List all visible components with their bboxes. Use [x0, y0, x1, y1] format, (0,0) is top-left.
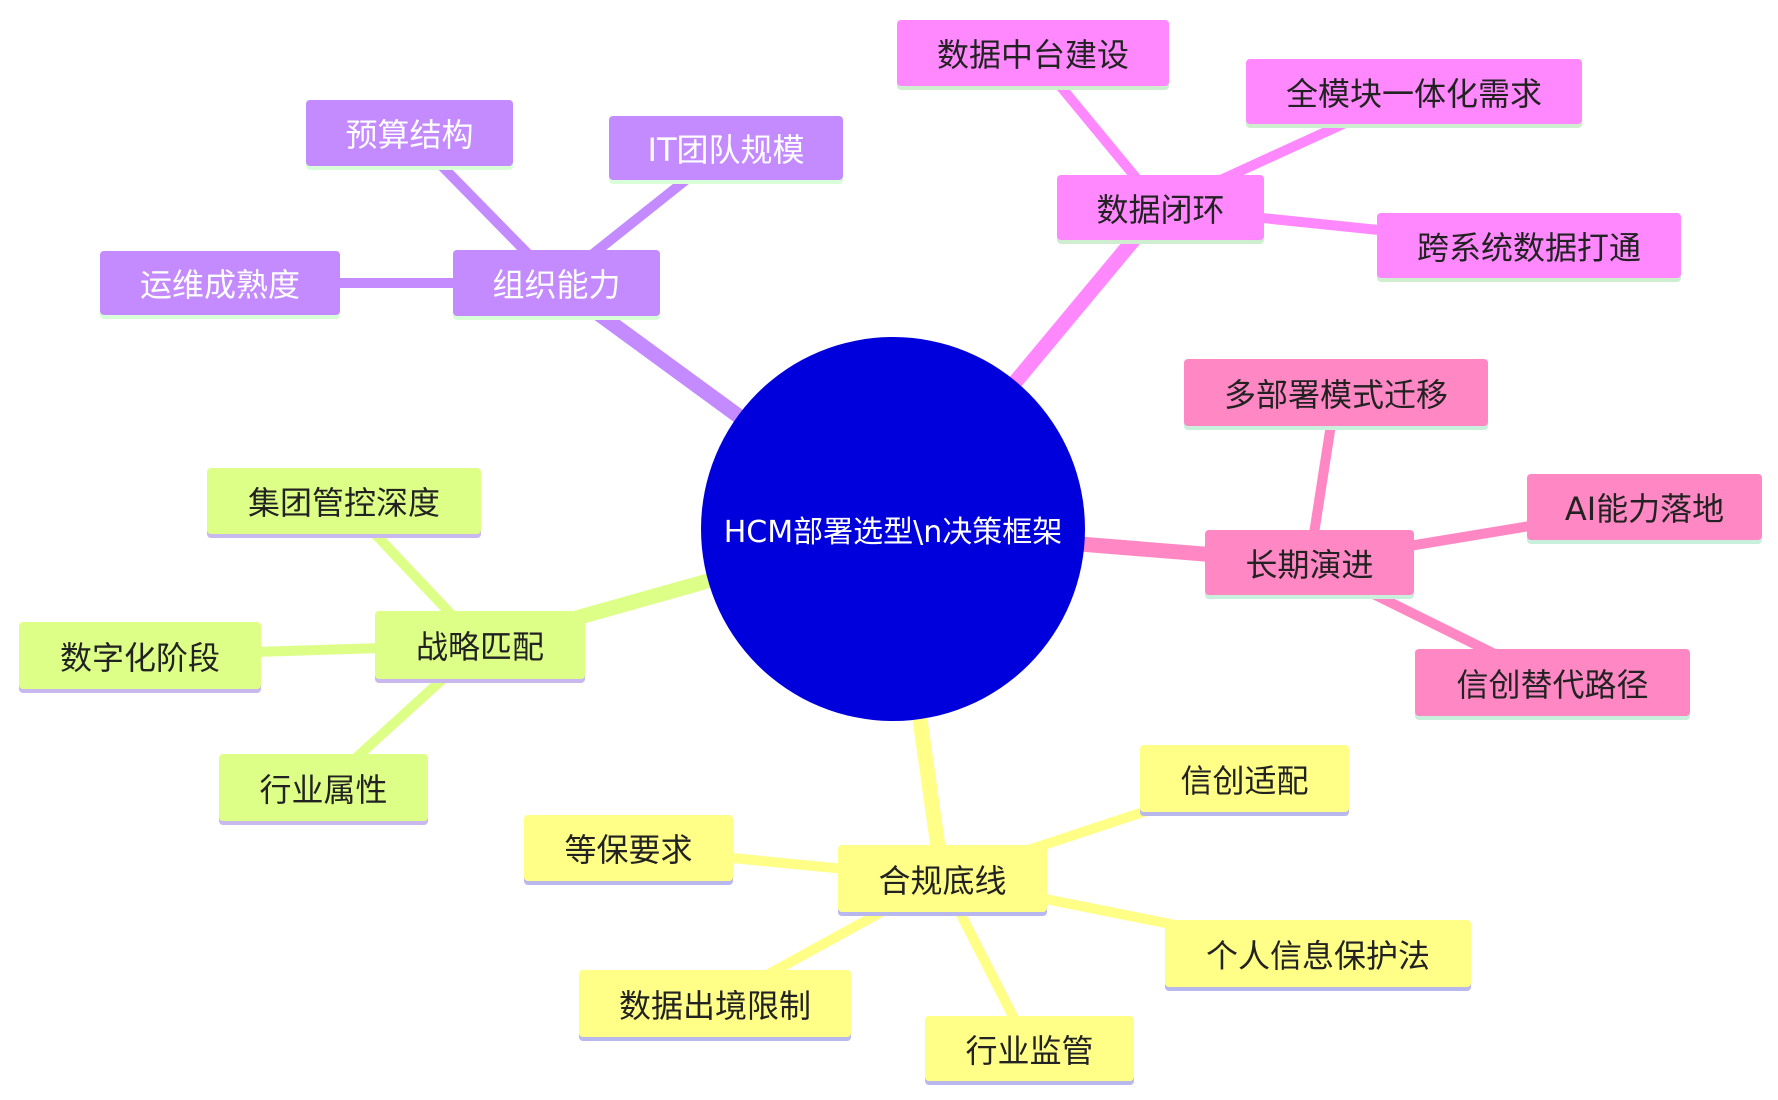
leaf-label-data-1: 全模块一体化需求: [1285, 74, 1542, 113]
leaf-node-evolve-2: 信创替代路径: [1415, 649, 1690, 716]
leaf-node-compliance-0: 信创适配: [1140, 745, 1349, 812]
leaf-node-evolve-1: AI能力落地: [1527, 474, 1762, 540]
root-label: HCM部署选型\n决策框架: [723, 515, 1063, 550]
leaf-node-compliance-4: 行业监管: [925, 1016, 1134, 1081]
branch-node-compliance: 合规底线: [838, 845, 1047, 912]
leaf-label-compliance-0: 信创适配: [1180, 761, 1309, 800]
leaf-label-compliance-3: 数据出境限制: [618, 986, 811, 1025]
root-node: HCM部署选型\n决策框架: [701, 337, 1085, 721]
leaf-label-evolve-0: 多部署模式迁移: [1223, 375, 1448, 414]
leaf-label-strategy-2: 行业属性: [259, 770, 388, 809]
branch-label-strategy: 战略匹配: [415, 628, 544, 666]
branch-label-compliance: 合规底线: [878, 861, 1007, 900]
leaf-label-compliance-1: 等保要求: [564, 831, 693, 869]
branch-node-evolve: 长期演进: [1205, 530, 1414, 595]
leaf-label-org-1: 预算结构: [345, 116, 474, 154]
leaf-label-org-0: 运维成熟度: [139, 266, 300, 304]
leaf-node-strategy-0: 集团管控深度: [207, 468, 481, 534]
branch-label-evolve: 长期演进: [1245, 545, 1374, 584]
branch-label-data: 数据闭环: [1096, 190, 1225, 229]
leaf-label-compliance-4: 行业监管: [965, 1031, 1094, 1070]
leaf-node-compliance-1: 等保要求: [524, 815, 733, 881]
leaf-node-data-0: 数据中台建设: [897, 20, 1169, 86]
leaf-node-org-1: 预算结构: [306, 100, 513, 166]
leaf-label-strategy-1: 数字化阶段: [59, 638, 220, 677]
leaf-node-compliance-3: 数据出境限制: [579, 970, 851, 1037]
leaf-node-strategy-1: 数字化阶段: [19, 622, 261, 689]
leaf-label-strategy-0: 集团管控深度: [247, 484, 440, 522]
leaf-node-compliance-2: 个人信息保护法: [1165, 920, 1471, 987]
leaf-node-org-0: 运维成熟度: [100, 251, 340, 315]
leaf-label-org-2: IT团队规模: [647, 131, 805, 169]
branch-label-org: 组织能力: [492, 266, 621, 304]
leaf-node-org-2: IT团队规模: [609, 116, 843, 180]
leaf-label-evolve-2: 信创替代路径: [1456, 665, 1649, 704]
branch-node-strategy: 战略匹配: [375, 611, 585, 679]
branch-node-org: 组织能力: [453, 250, 660, 316]
leaf-node-evolve-0: 多部署模式迁移: [1184, 359, 1488, 426]
leaf-node-strategy-2: 行业属性: [219, 754, 428, 821]
leaf-label-evolve-1: AI能力落地: [1564, 490, 1725, 528]
leaf-node-data-2: 跨系统数据打通: [1377, 213, 1681, 278]
branch-node-data: 数据闭环: [1057, 175, 1264, 240]
leaf-label-compliance-2: 个人信息保护法: [1205, 936, 1430, 975]
leaf-label-data-0: 数据中台建设: [936, 36, 1129, 74]
leaf-node-data-1: 全模块一体化需求: [1246, 59, 1582, 124]
leaf-label-data-2: 跨系统数据打通: [1416, 228, 1641, 267]
